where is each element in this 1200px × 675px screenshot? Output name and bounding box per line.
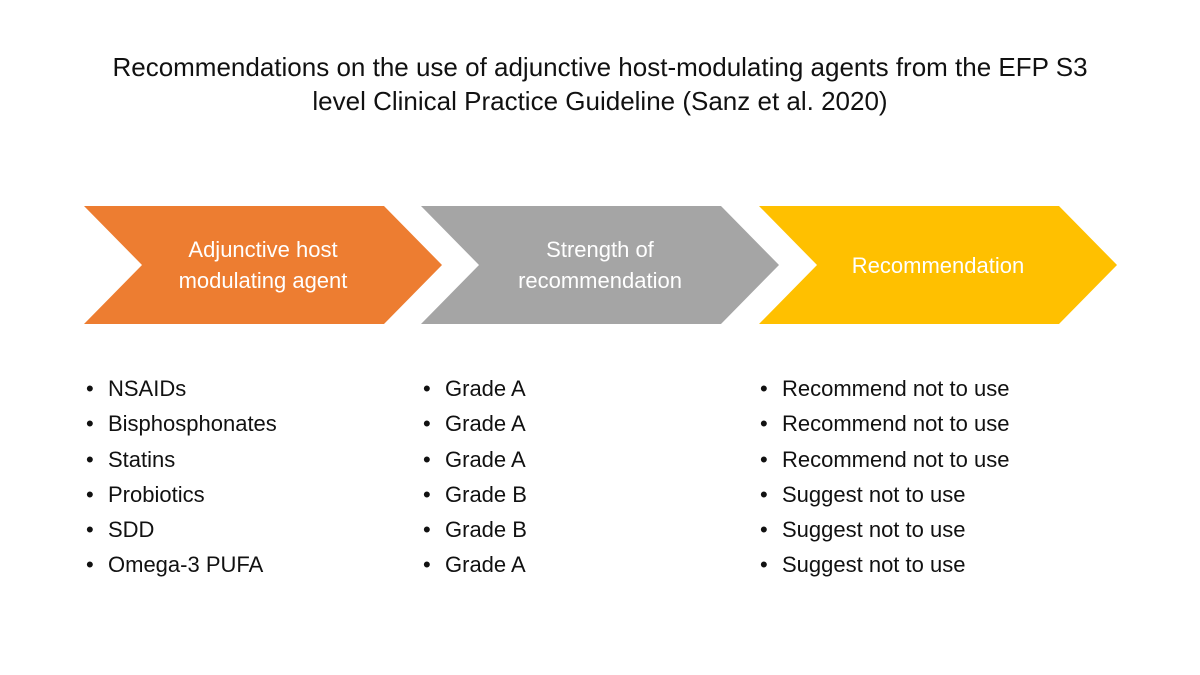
recommendation-list: • Recommend not to use • Recommend not to … <box>760 371 1009 583</box>
recommendation-item: Recommend not to use <box>782 411 1010 437</box>
list-item: • Grade A <box>423 547 527 582</box>
agent-item: Omega-3 PUFA <box>108 552 264 578</box>
list-item: • Grade B <box>423 477 527 512</box>
bullet-icon: • <box>760 376 768 401</box>
chevron-recommendation-shape <box>759 206 1117 324</box>
list-item: • Grade A <box>423 371 527 406</box>
diagram-title-line-1: Recommendations on the use of adjunctive… <box>112 52 1088 82</box>
chevron-agent-label: Adjunctive host modulating agent <box>124 206 402 324</box>
bullet-icon: • <box>86 552 94 578</box>
chevron-strength-fill <box>421 206 779 324</box>
list-item: • Recommend not to use <box>760 442 1009 477</box>
list-item: • Suggest not to use <box>760 477 1009 512</box>
bullet-icon: • <box>423 446 431 472</box>
bullet-icon: • <box>86 411 94 437</box>
agent-list: • NSAIDs • Bisphosphonates • Statins • Probi… <box>86 371 277 583</box>
bullet-icon: • <box>423 376 431 401</box>
bullet-icon: • <box>423 517 431 543</box>
chevron-agent-fill <box>84 206 442 324</box>
strength-item: Grade B <box>445 517 527 543</box>
bullet-icon: • <box>423 552 431 578</box>
chevron-agent-label-line-1: Adjunctive host <box>188 237 338 262</box>
chevron-strength-shape <box>421 206 779 324</box>
agent-item: Statins <box>108 446 176 472</box>
list-item: • Recommend not to use <box>760 371 1009 406</box>
recommendation-item: Suggest not to use <box>782 552 966 578</box>
chevron-strength-label-line-1: Strength of <box>546 237 654 262</box>
recommendation-item: Recommend not to use <box>782 446 1010 472</box>
diagram-title-line-2: level Clinical Practice Guideline (Sanz … <box>312 86 888 116</box>
bullet-icon: • <box>423 411 431 437</box>
agent-item: Bisphosphonates <box>108 411 277 437</box>
list-item: • Suggest not to use <box>760 547 1009 582</box>
list-item: • Statins <box>86 442 277 477</box>
chevron-agent: Adjunctive host modulating agent <box>84 206 442 324</box>
recommendation-item: Recommend not to use <box>782 376 1010 401</box>
bullet-icon: • <box>86 446 94 472</box>
bullet-icon: • <box>86 517 94 543</box>
strength-item: Grade A <box>445 552 526 578</box>
chevron-strength-label: Strength of recommendation <box>461 206 739 324</box>
list-item: • Omega-3 PUFA <box>86 547 277 582</box>
chevron-recommendation-fill <box>759 206 1117 324</box>
bullet-icon: • <box>423 481 431 507</box>
list-item: • Bisphosphonates <box>86 406 277 441</box>
chevron-recommendation: Recommendation <box>759 206 1117 324</box>
list-item: • Recommend not to use <box>760 406 1009 441</box>
diagram-title: Recommendations on the use of adjunctive… <box>0 50 1200 118</box>
list-item: • NSAIDs <box>86 371 277 406</box>
strength-item: Grade A <box>445 376 526 401</box>
strength-item: Grade A <box>445 446 526 472</box>
agent-item: NSAIDs <box>108 376 187 401</box>
recommendation-item: Suggest not to use <box>782 517 966 543</box>
chevron-agent-shape <box>84 206 442 324</box>
list-item: • Grade A <box>423 442 527 477</box>
chevron-recommendation-label-line-1: Recommendation <box>851 252 1025 278</box>
bullet-icon: • <box>760 446 768 472</box>
list-item: • Grade A <box>423 406 527 441</box>
list-item: • Probiotics <box>86 477 277 512</box>
chevron-recommendation-label: Recommendation <box>799 206 1077 324</box>
chevron-agent-label-line-2: modulating agent <box>178 268 348 293</box>
strength-item: Grade A <box>445 411 526 437</box>
list-item: • SDD <box>86 512 277 547</box>
bullet-icon: • <box>760 481 768 507</box>
bullet-icon: • <box>86 376 94 401</box>
bullet-icon: • <box>86 481 94 507</box>
bullet-icon: • <box>760 517 768 543</box>
agent-item: Probiotics <box>108 481 205 507</box>
strength-item: Grade B <box>445 481 527 507</box>
chevron-strength-label-line-2: recommendation <box>518 268 682 293</box>
bullet-icon: • <box>760 552 768 578</box>
strength-list: • Grade A • Grade A • Grade A • Grade B • Gra… <box>423 371 527 583</box>
chevron-strength: Strength of recommendation <box>421 206 779 324</box>
list-item: • Suggest not to use <box>760 512 1009 547</box>
bullet-icon: • <box>760 411 768 437</box>
list-item: • Grade B <box>423 512 527 547</box>
recommendation-item: Suggest not to use <box>782 481 966 507</box>
agent-item: SDD <box>108 517 155 543</box>
